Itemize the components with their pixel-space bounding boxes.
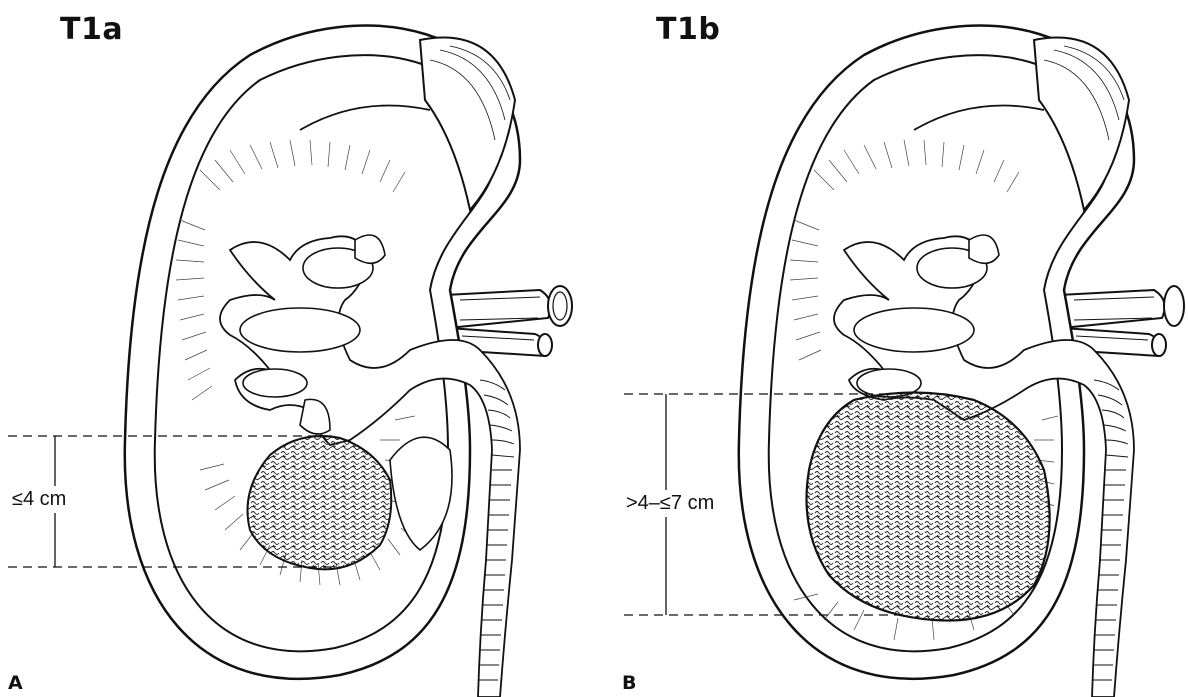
- kidney-illustration-t1a: [0, 0, 594, 697]
- tumor-size-label-t1a: ≤4 cm: [10, 486, 68, 513]
- panel-t1b: T1b >4–≤7 cm B: [594, 0, 1188, 697]
- panel-t1a: T1a ≤4 cm A: [0, 0, 594, 697]
- kidney-illustration-t1b: [594, 0, 1188, 697]
- panel-label-b: B: [622, 672, 636, 694]
- stage-title-t1b: T1b: [656, 12, 720, 47]
- panel-label-a: A: [8, 672, 23, 694]
- tumor-size-label-t1b: >4–≤7 cm: [624, 490, 716, 517]
- stage-title-t1a: T1a: [60, 12, 123, 47]
- tumor-t1a: [248, 436, 392, 569]
- tumor-t1b: [807, 393, 1050, 621]
